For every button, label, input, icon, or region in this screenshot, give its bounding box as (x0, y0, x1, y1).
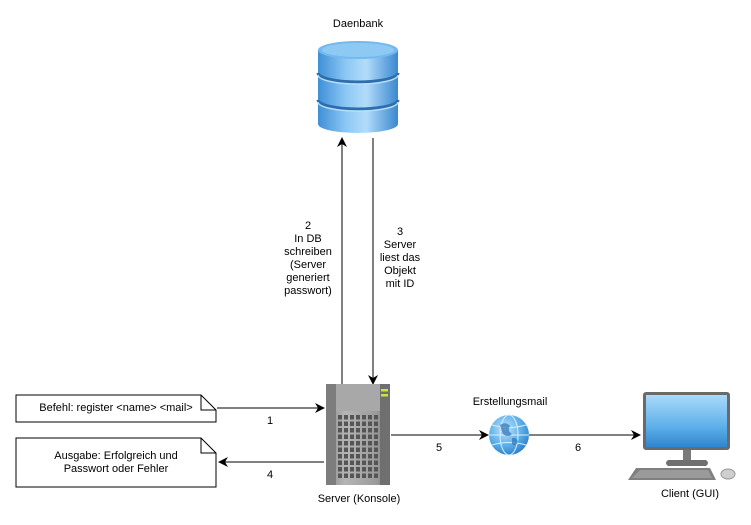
edge-3-label: 3 Server liest das Objekt mit ID (379, 226, 421, 290)
client-label: Client (GUI) (660, 488, 720, 500)
edge-1-label: 1 (266, 415, 274, 427)
database-label: Daenbank (332, 18, 384, 30)
note-output-shape (15, 437, 217, 488)
database-icon (316, 41, 400, 133)
note-command-shape (15, 394, 217, 423)
desktop-computer-icon (628, 392, 736, 480)
mail-label: Erstellungsmail (472, 396, 548, 408)
edge-5-label: 5 (435, 442, 443, 454)
note-command-text: Befehl: register <name> <mail> (39, 402, 193, 414)
edge-2-label: 2 In DB schreiben (Server generiert pass… (284, 220, 332, 297)
note-output-text: Ausgabe: Erfolgreich und Passwort oder F… (54, 450, 178, 475)
globe-icon (489, 414, 529, 456)
server-label: Server (Konsole) (317, 493, 401, 505)
edge-4-label: 4 (266, 469, 274, 481)
server-tower-icon (326, 384, 390, 485)
edge-6-label: 6 (574, 442, 582, 454)
